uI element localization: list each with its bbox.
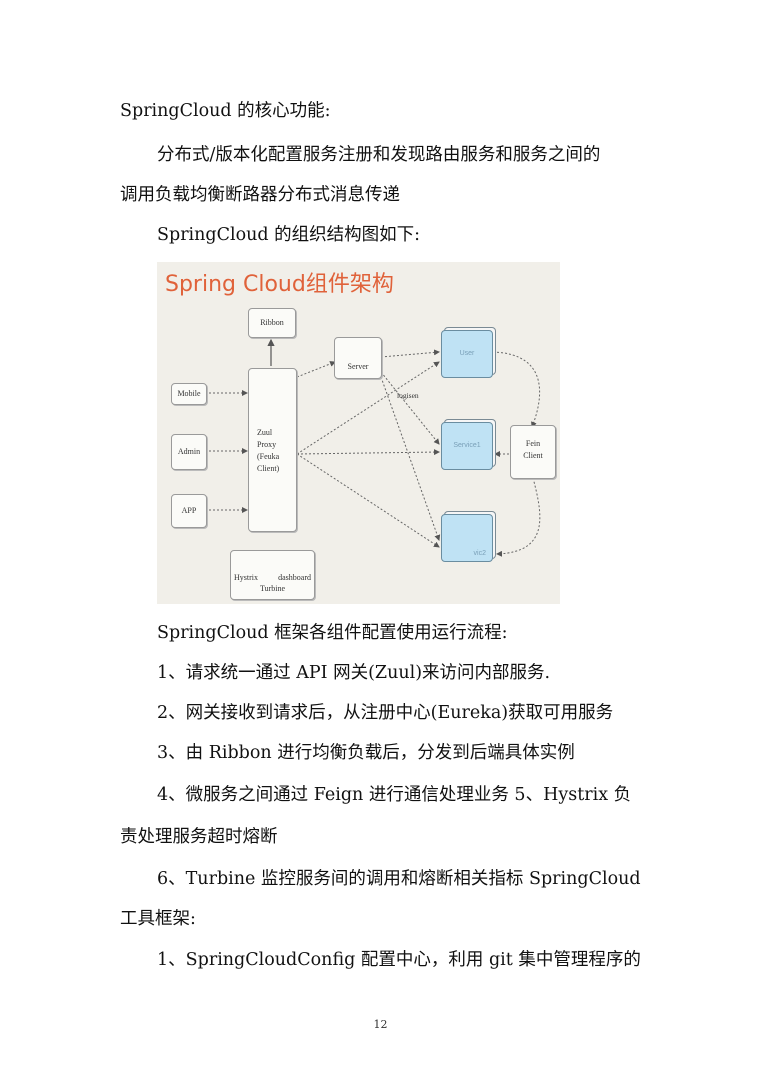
dashboard-label: dashboard: [278, 573, 311, 582]
admin-box: Admin: [171, 434, 207, 470]
admin-label: Admin: [177, 447, 201, 456]
service2-label: vic2: [473, 550, 486, 557]
heading-flow: SpringCloud 框架各组件配置使用运行流程:: [157, 623, 508, 643]
architecture-figure: Spring Cloud组件架构 Ribbon Server: [157, 262, 560, 604]
app-box: APP: [171, 494, 207, 528]
page-number: 12: [373, 1018, 388, 1031]
mobile-label: Mobile: [177, 389, 201, 398]
zuul-proxy-box: Zuul Proxy (Feuka Client): [248, 368, 297, 532]
monitoring-box: Hystrix dashboard Turbine: [230, 550, 315, 600]
proxy-label: Proxy: [257, 440, 277, 449]
service1-label: Service1: [453, 442, 481, 449]
user-service-box: User: [441, 330, 493, 378]
paragraph-line: 分布式/版本化配置服务注册和发现路由服务和服务之间的: [157, 145, 601, 165]
figure-arrows: [205, 338, 541, 557]
figure-title: Spring Cloud组件架构: [165, 272, 394, 297]
paragraph-line: 1、请求统一通过 API 网关(Zuul)来访问内部服务.: [157, 663, 551, 683]
paragraph-line: 工具框架:: [120, 909, 196, 929]
paragraph-line: 6、Turbine 监控服务间的调用和熔断相关指标 SpringCloud: [157, 869, 641, 889]
eureka-server-box: Server: [334, 337, 382, 379]
paragraph-line: 2、网关接收到请求后，从注册中心(Eureka)获取可用服务: [157, 703, 614, 723]
heading-org-chart: SpringCloud 的组织结构图如下:: [157, 225, 421, 245]
ribbon-box: Ribbon: [248, 308, 296, 338]
mobile-box: Mobile: [171, 383, 207, 405]
paragraph-line: 3、由 Ribbon 进行均衡负载后，分发到后端具体实例: [157, 743, 575, 763]
hystrix-label: Hystrix: [234, 573, 258, 582]
paragraph-line: 责处理服务超时熔断: [120, 827, 278, 847]
zuul-label: Zuul: [257, 428, 273, 437]
client-label: Client): [257, 464, 280, 473]
paragraph-line: 调用负载均衡断路器分布式消息传递: [120, 185, 400, 205]
fein-client-box: Fein Client: [510, 425, 556, 479]
fein-client-label: Client: [523, 451, 543, 460]
service1-box: Service1: [441, 422, 493, 470]
feuka-label: (Feuka: [257, 452, 280, 461]
logging-label: logisen: [397, 391, 419, 400]
paragraph-line: 1、SpringCloudConfig 配置中心，利用 git 集中管理程序的: [157, 950, 641, 970]
fein-label: Fein: [525, 439, 541, 448]
turbine-label: Turbine: [259, 584, 286, 593]
heading-core-functions: SpringCloud 的核心功能:: [120, 101, 331, 121]
paragraph-line: 4、微服务之间通过 Feign 进行通信处理业务 5、Hystrix 负: [157, 785, 632, 805]
service2-box: vic2: [441, 514, 493, 562]
ribbon-label: Ribbon: [260, 318, 284, 327]
server-label: Server: [347, 362, 369, 371]
app-label: APP: [181, 506, 197, 515]
user-label: User: [459, 350, 475, 357]
